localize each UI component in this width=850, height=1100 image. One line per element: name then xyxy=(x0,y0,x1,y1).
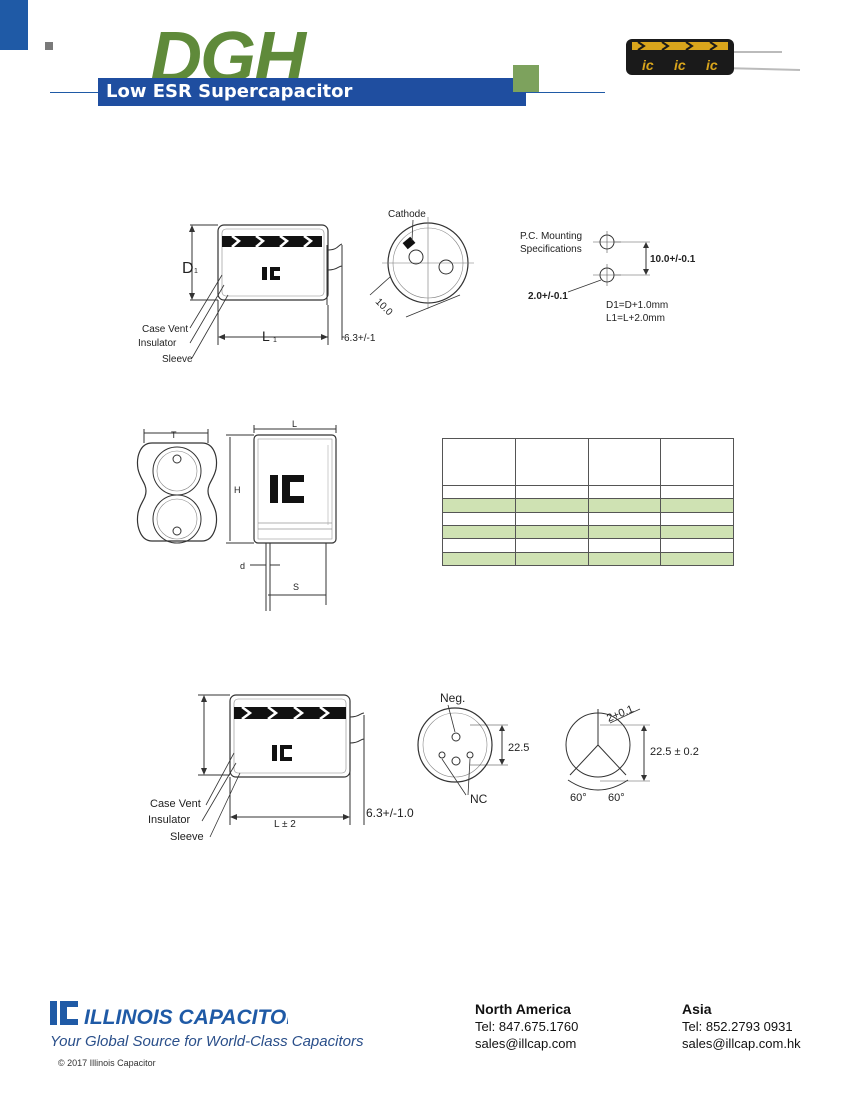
table-row xyxy=(442,511,734,526)
pc-mount-line1: P.C. Mounting xyxy=(520,231,582,242)
dim-s: S xyxy=(293,582,299,592)
angle-label: 60° xyxy=(608,792,625,804)
table-row xyxy=(442,484,734,500)
angle-label: 60° xyxy=(570,792,587,804)
subtitle: Low ESR Supercapacitor xyxy=(106,81,353,102)
end-view xyxy=(417,707,493,783)
note-d1: D1=D+1.0mm xyxy=(606,300,668,311)
dim-pitch: 22.5 ± 0.2 xyxy=(650,746,699,758)
dim-d1-sub: 1 xyxy=(194,268,198,275)
contact-heading: North America xyxy=(475,1001,571,1017)
drawing-large: L ± 2 6.3+/-1.0 Case Vent Insulator Slee… xyxy=(148,691,699,843)
contact-email[interactable]: sales@illcap.com xyxy=(475,1036,577,1051)
pack-front-view xyxy=(253,434,337,544)
pack-top-view xyxy=(136,442,218,542)
corner-square xyxy=(45,42,53,50)
dim-t: T xyxy=(171,430,177,440)
dim-length: L ± 2 xyxy=(274,819,296,830)
dim-d1: D xyxy=(182,260,194,277)
note-l1: L1=L+2.0mm xyxy=(606,313,665,324)
photo-label: ic xyxy=(674,57,686,73)
label-nc: NC xyxy=(470,792,488,806)
accent-square xyxy=(513,65,539,92)
capacitor-body xyxy=(217,224,329,301)
drawing-pack: T L H d S xyxy=(136,419,337,611)
subtitle-bar xyxy=(98,78,526,106)
table-header-row xyxy=(442,438,734,486)
company-name: ILLINOIS CAPACITOR xyxy=(84,1006,288,1029)
table-cell xyxy=(442,438,516,486)
table-row xyxy=(442,498,734,513)
copyright: © 2017 Illinois Capacitor xyxy=(58,1058,156,1068)
label-case-vent: Case Vent xyxy=(142,324,188,335)
contact-heading: Asia xyxy=(682,1001,712,1017)
corner-block xyxy=(0,0,28,50)
company-logo: ILLINOIS CAPACITOR xyxy=(50,1001,288,1029)
dim-hole: 2.0+/-0.1 xyxy=(528,291,568,302)
label-sleeve: Sleeve xyxy=(170,831,204,843)
label-neg: Neg. xyxy=(440,691,465,705)
label-cathode: Cathode xyxy=(388,209,426,220)
table-cell xyxy=(660,438,734,486)
dim-pitch: 10.0+/-0.1 xyxy=(650,254,696,265)
contact-tel: Tel: 847.675.1760 xyxy=(475,1019,579,1034)
capacitor-photo: ic ic ic xyxy=(626,39,801,75)
contact-north-america: North America Tel: 847.675.1760 sales@il… xyxy=(475,1001,578,1052)
label-insulator: Insulator xyxy=(148,814,191,826)
dim-l1-sub: 1 xyxy=(273,337,277,344)
dim-l1: L xyxy=(262,328,270,344)
table-cell xyxy=(587,438,662,486)
dim-diameter: 10.0 xyxy=(373,297,395,319)
dim-lead-length: 6.3+/-1 xyxy=(344,333,376,344)
spec-table xyxy=(442,438,734,567)
table-row xyxy=(442,524,734,540)
pc-mount-line2: Specifications xyxy=(520,244,582,255)
label-case-vent: Case Vent xyxy=(150,798,201,810)
contact-asia: Asia Tel: 852.2793 0931 sales@illcap.com… xyxy=(682,1001,801,1052)
photo-label: ic xyxy=(642,57,654,73)
table-cell xyxy=(514,438,589,486)
table-row xyxy=(442,551,734,567)
dim-h: H xyxy=(234,485,241,495)
label-insulator: Insulator xyxy=(138,338,177,349)
dim-d: d xyxy=(240,561,245,571)
photo-label: ic xyxy=(706,57,718,73)
dim-l: L xyxy=(292,419,297,429)
label-sleeve: Sleeve xyxy=(162,354,193,365)
tagline: Your Global Source for World-Class Capac… xyxy=(50,1033,364,1050)
dim-22-5: 22.5 xyxy=(508,742,529,754)
contact-tel: Tel: 852.2793 0931 xyxy=(682,1019,793,1034)
dim-lead-length: 6.3+/-1.0 xyxy=(366,806,414,820)
contact-email[interactable]: sales@illcap.com.hk xyxy=(682,1036,801,1051)
drawing-radial: D 1 L 1 6.3+/-1 Case Vent Insulator Slee… xyxy=(138,209,696,365)
table-row xyxy=(442,538,734,553)
